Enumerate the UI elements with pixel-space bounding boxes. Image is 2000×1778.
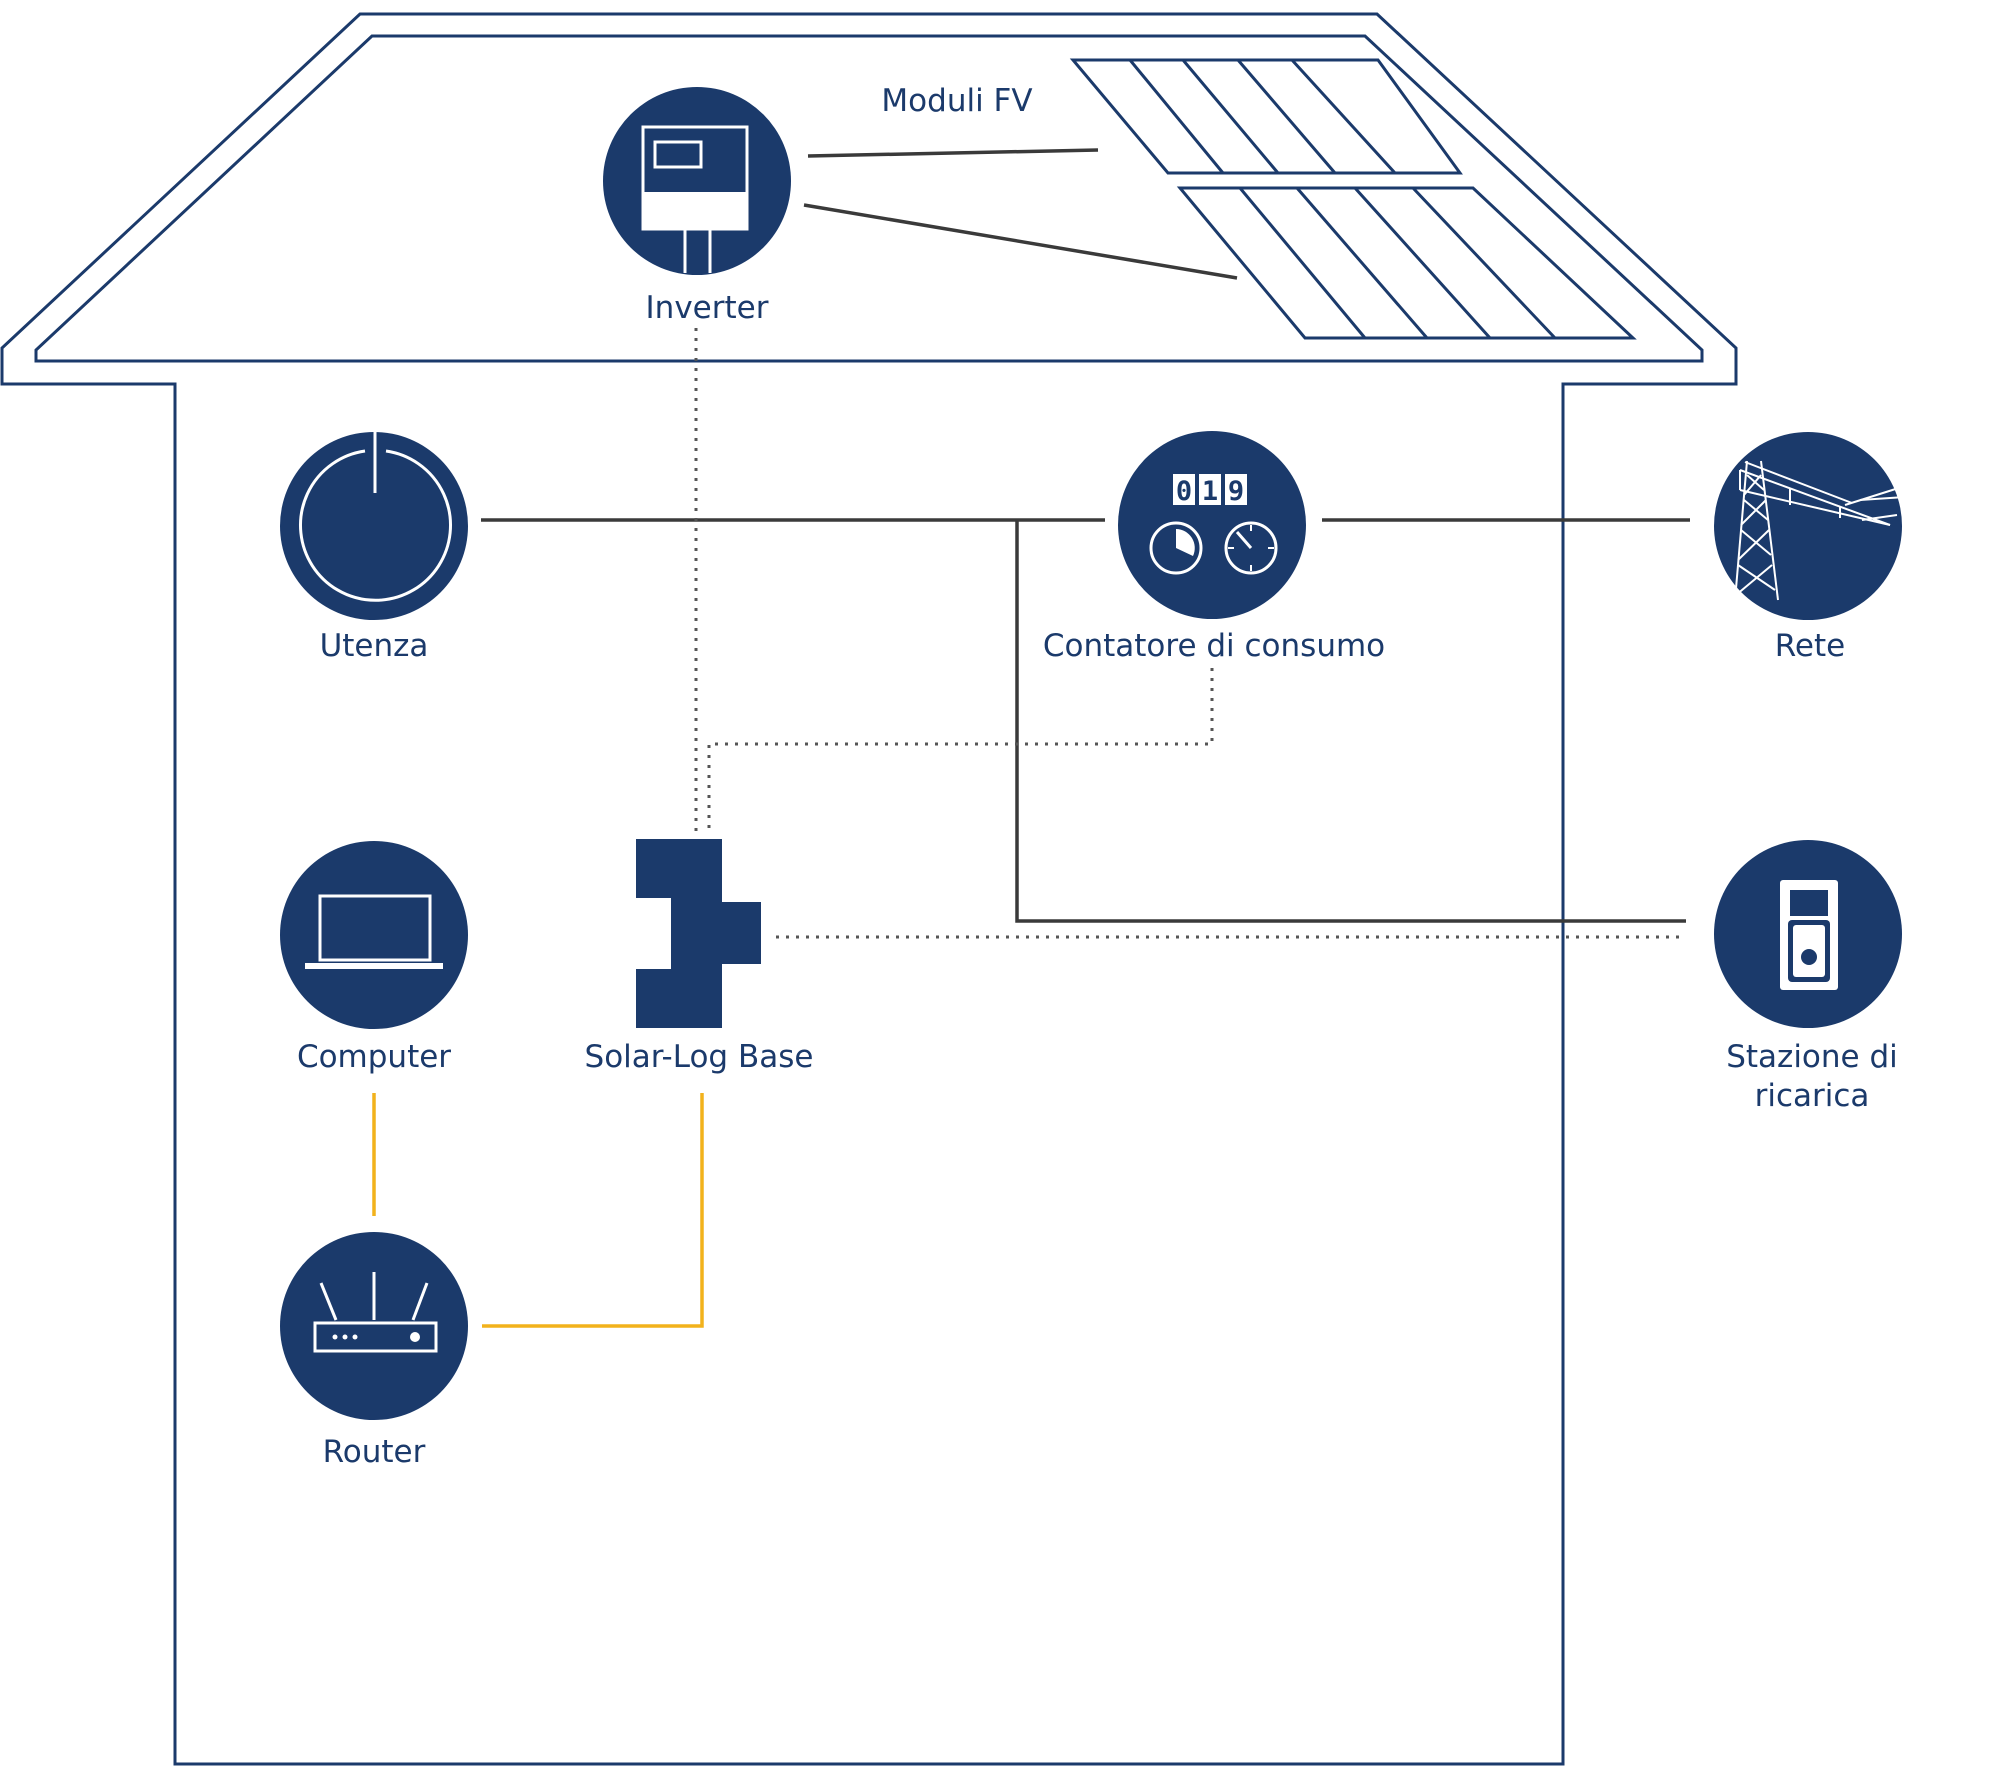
charging-station-icon bbox=[1780, 880, 1838, 990]
label-moduli-fv: Moduli FV bbox=[881, 83, 1032, 119]
label-computer: Computer bbox=[297, 1039, 451, 1075]
junction-to-charger-line bbox=[1015, 520, 1686, 923]
house-outline bbox=[0, 12, 1738, 1766]
label-utenza: Utenza bbox=[320, 628, 429, 664]
meter-digit: 0 bbox=[1176, 476, 1192, 507]
inverter-to-pv-line bbox=[807, 148, 1099, 158]
solar-panel-icon bbox=[1069, 58, 1463, 175]
solar-panel-icon bbox=[1176, 186, 1637, 340]
rete-node bbox=[1714, 432, 1906, 620]
contatore-node: 0 1 9 bbox=[1118, 431, 1306, 619]
network-lines bbox=[372, 1093, 704, 1328]
router-icon bbox=[313, 1272, 438, 1353]
inverter-node bbox=[603, 87, 791, 275]
router-solarlog-line bbox=[482, 1093, 704, 1328]
roof-inner-outline bbox=[34, 34, 1704, 363]
label-contatore: Contatore di consumo bbox=[1043, 628, 1385, 664]
solarlog-node bbox=[636, 839, 761, 1028]
laptop-icon bbox=[305, 894, 443, 969]
router-node bbox=[280, 1232, 468, 1420]
labels: Moduli FV Inverter Utenza Contatore di c… bbox=[297, 83, 1898, 1470]
meter-digit: 1 bbox=[1202, 476, 1218, 507]
house-outer-outline bbox=[0, 12, 1738, 1766]
power-icon bbox=[299, 432, 452, 602]
label-rete: Rete bbox=[1775, 628, 1845, 664]
solar-log-device-icon bbox=[636, 839, 761, 1028]
label-stazione-line1: Stazione di bbox=[1726, 1039, 1898, 1075]
label-solarlog: Solar-Log Base bbox=[585, 1039, 814, 1075]
meter-icon: 0 1 9 bbox=[1149, 474, 1278, 575]
label-stazione-line2: ricarica bbox=[1755, 1078, 1870, 1114]
label-router: Router bbox=[323, 1434, 426, 1470]
power-lines bbox=[481, 148, 1690, 923]
utenza-node bbox=[280, 432, 468, 620]
stazione-node bbox=[1714, 840, 1902, 1028]
computer-node bbox=[280, 841, 468, 1029]
label-inverter: Inverter bbox=[646, 290, 769, 326]
inverter-icon bbox=[641, 125, 749, 273]
data-lines bbox=[694, 328, 1686, 939]
pv-modules bbox=[1069, 58, 1637, 340]
meter-data-line bbox=[707, 668, 1214, 832]
power-pylon-icon bbox=[1734, 460, 1906, 601]
meter-digit: 9 bbox=[1228, 476, 1244, 507]
inverter-to-pv-line bbox=[803, 203, 1238, 280]
